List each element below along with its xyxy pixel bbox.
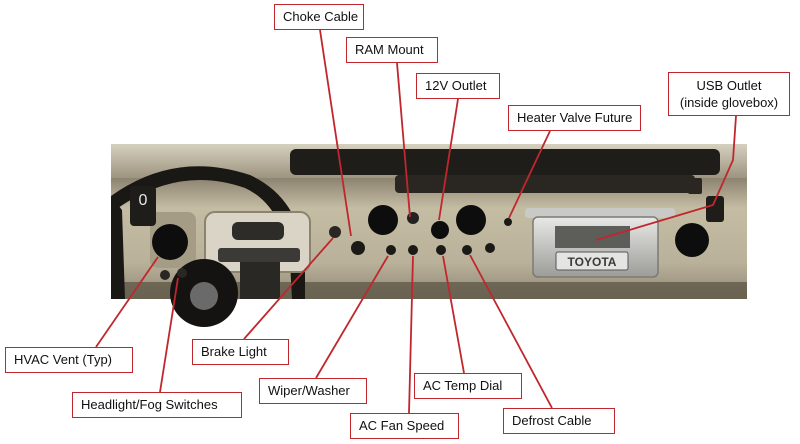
left-knob-mark: 0 xyxy=(139,192,148,209)
leader-ram-mount xyxy=(396,62,411,218)
leader-usb-outlet xyxy=(595,115,737,241)
brake-light-switch xyxy=(329,226,341,238)
ac-temp-dial-knob xyxy=(436,245,446,255)
leader-choke-cable xyxy=(319,29,352,237)
badge-background xyxy=(555,251,629,271)
dash-pad xyxy=(290,149,720,175)
steering-hub-center xyxy=(190,282,218,310)
12v-outlet-hole xyxy=(431,221,449,239)
glovebox-trim xyxy=(525,208,675,218)
center-vent-hole-left xyxy=(368,205,398,235)
fog-switch xyxy=(177,268,187,278)
usb-outlet-line1: USB Outlet xyxy=(696,78,762,93)
gauge-row xyxy=(218,248,300,262)
callout-heater-valve-future: Heater Valve Future xyxy=(508,105,641,131)
steering-wheel-rim-left xyxy=(111,196,125,299)
headlight-switch xyxy=(160,270,170,280)
leader-hvac-vent xyxy=(95,256,159,348)
leader-ac-temp-dial xyxy=(442,255,465,374)
usb-outlet-bracket xyxy=(706,196,724,222)
leader-defrost-cable xyxy=(469,254,553,409)
callout-choke-cable: Choke Cable xyxy=(274,4,364,30)
speedometer xyxy=(232,222,284,240)
callout-headlight-fog-switches: Headlight/Fog Switches xyxy=(72,392,242,418)
left-knob xyxy=(130,186,156,226)
callout-ram-mount: RAM Mount xyxy=(346,37,438,63)
glovebox-lock xyxy=(555,226,630,248)
callout-ac-temp-dial: AC Temp Dial xyxy=(414,373,522,399)
leader-12v-outlet xyxy=(438,98,459,221)
callout-usb-outlet: USB Outlet (inside glovebox) xyxy=(668,72,790,116)
usb-outlet-line2: (inside glovebox) xyxy=(679,95,779,110)
leader-ac-fan-speed xyxy=(408,255,414,414)
leader-brake-light xyxy=(243,237,334,340)
choke-knob xyxy=(351,241,365,255)
leader-headlight-fog-switches xyxy=(159,277,179,393)
callout-wiper-washer: Wiper/Washer xyxy=(259,378,367,404)
toyota-badge: TOYOTA xyxy=(568,255,617,269)
ac-fan-speed-knob xyxy=(408,245,418,255)
leader-wiper-washer xyxy=(315,255,389,379)
right-bracket xyxy=(688,178,702,194)
left-hvac-vent-hole xyxy=(152,224,188,260)
center-vent-hole-right xyxy=(456,205,486,235)
callout-brake-light: Brake Light xyxy=(192,339,289,365)
leader-heater-valve-future xyxy=(508,130,551,219)
callout-defrost-cable: Defrost Cable xyxy=(503,408,615,434)
steering-column xyxy=(240,262,280,299)
right-hvac-vent-hole xyxy=(675,223,709,257)
wiper-washer-knob xyxy=(386,245,396,255)
extra-knob xyxy=(485,243,495,253)
callout-12v-outlet: 12V Outlet xyxy=(416,73,500,99)
callout-hvac-vent: HVAC Vent (Typ) xyxy=(5,347,133,373)
heater-valve-hole xyxy=(504,218,512,226)
defrost-knob xyxy=(462,245,472,255)
callout-ac-fan-speed: AC Fan Speed xyxy=(350,413,459,439)
dash-pad-lower xyxy=(395,175,695,193)
